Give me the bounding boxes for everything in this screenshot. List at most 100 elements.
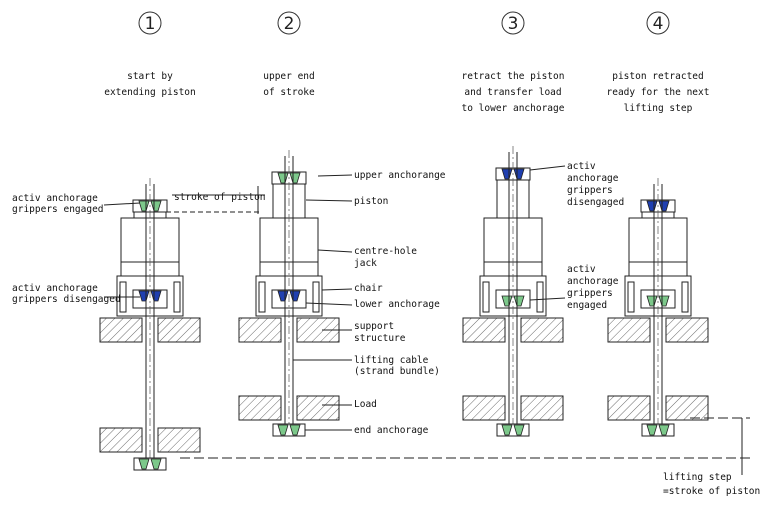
step-number-circle xyxy=(646,11,670,35)
leader-line xyxy=(321,288,353,291)
gripper-wedge xyxy=(501,424,513,436)
load xyxy=(607,395,651,421)
label-step1-lower: activ anchorage xyxy=(12,283,98,294)
step-caption-line: of stroke xyxy=(263,87,315,98)
label-lifting-cable: (strand bundle) xyxy=(354,366,440,377)
gripper-wedge xyxy=(277,424,289,436)
step-caption-line: piston retracted xyxy=(612,71,704,82)
step-number-circle xyxy=(501,11,525,35)
load xyxy=(520,395,564,421)
leader-line xyxy=(529,297,566,301)
support-structure xyxy=(520,317,564,343)
step-caption-line: ready for the next xyxy=(607,87,710,98)
chair-window xyxy=(258,281,266,313)
label-step3-upper: activ xyxy=(567,161,596,172)
jack-assemblies xyxy=(99,146,750,475)
leader-line xyxy=(305,302,353,306)
step-number: 3 xyxy=(508,14,519,34)
label-step3-upper: grippers xyxy=(567,185,613,196)
gripper-wedge xyxy=(138,458,150,470)
label-step3-lower: anchorage xyxy=(567,276,619,287)
label-step3-lower: activ xyxy=(567,264,596,275)
label-lifting-step: =stroke of piston xyxy=(663,486,760,497)
leader-lines xyxy=(103,165,750,475)
step-number: 1 xyxy=(145,14,156,34)
leader-line xyxy=(317,249,353,253)
jack-step-4 xyxy=(607,178,709,437)
label-step3-upper: anchorage xyxy=(567,173,619,184)
annotations: activ anchorage grippers engaged activ a… xyxy=(12,161,760,497)
label-step1-lower: grippers disengaged xyxy=(12,294,121,305)
step-number-circle xyxy=(277,11,301,35)
chair-window xyxy=(173,281,181,313)
support-structure xyxy=(462,317,506,343)
label-step3-lower: grippers xyxy=(567,288,613,299)
load xyxy=(665,395,709,421)
label-load: Load xyxy=(354,399,377,410)
label-piston: piston xyxy=(354,196,388,207)
support-structure xyxy=(157,317,201,343)
label-end-anchorage: end anchorage xyxy=(354,425,429,436)
support-structure xyxy=(607,317,651,343)
label-centre-hole-jack: jack xyxy=(354,258,377,269)
label-step1-upper: grippers engaged xyxy=(12,204,104,215)
label-lifting-step: lifting step xyxy=(663,472,732,483)
label-step3-lower: engaged xyxy=(567,300,607,311)
gripper-wedge xyxy=(513,424,525,436)
chair-window xyxy=(627,281,635,313)
support-structure xyxy=(238,317,282,343)
label-lower-anchorage: lower anchorage xyxy=(354,299,440,310)
chair-window xyxy=(681,281,689,313)
step-caption-line: and transfer load xyxy=(464,87,561,98)
label-step3-upper: disengaged xyxy=(567,197,624,208)
step-header-1: 1 start by extending piston xyxy=(104,11,196,98)
end-anchorage xyxy=(272,423,306,437)
label-chair: chair xyxy=(354,283,383,294)
step-number: 4 xyxy=(653,14,664,34)
label-upper-anchorage: upper anchorange xyxy=(354,170,446,181)
label-support-structure: support xyxy=(354,321,394,332)
end-gripper xyxy=(646,424,670,436)
leader-line xyxy=(529,165,566,171)
end-anchorage xyxy=(496,423,530,437)
load xyxy=(157,427,201,453)
step-caption-line: lifting step xyxy=(624,103,693,114)
label-lifting-cable: lifting cable xyxy=(354,355,429,366)
end-anchorage xyxy=(641,423,675,437)
jack-step-3 xyxy=(462,146,564,437)
step-caption-line: upper end xyxy=(263,71,314,82)
step-caption-line: retract the piston xyxy=(462,71,565,82)
leader-line xyxy=(103,202,141,206)
label-stroke-of-piston: stroke of piston xyxy=(174,192,266,203)
gripper-wedge xyxy=(646,424,658,436)
support-structure xyxy=(99,317,143,343)
jack-step-2 xyxy=(238,150,340,437)
step-header-3: 3 retract the piston and transfer load t… xyxy=(462,11,565,114)
step-header-2: 2 upper end of stroke xyxy=(263,11,315,98)
load xyxy=(99,427,143,453)
step-caption-line: to lower anchorage xyxy=(462,103,565,114)
step-number: 2 xyxy=(284,14,295,34)
end-gripper xyxy=(501,424,525,436)
leader-line xyxy=(317,174,353,177)
step-header-4: 4 piston retracted ready for the next li… xyxy=(607,11,710,114)
label-step1-upper: activ anchorage xyxy=(12,193,98,204)
load xyxy=(462,395,506,421)
chair-window xyxy=(482,281,490,313)
end-anchorage xyxy=(133,457,167,471)
end-gripper xyxy=(138,458,162,470)
support-structure xyxy=(665,317,709,343)
label-support-structure: structure xyxy=(354,333,406,344)
gripper-wedge xyxy=(150,458,162,470)
jack-step-1 xyxy=(99,178,201,471)
step-caption-line: extending piston xyxy=(104,87,196,98)
end-gripper xyxy=(277,424,301,436)
chair-window xyxy=(312,281,320,313)
gripper-wedge xyxy=(658,424,670,436)
load xyxy=(296,395,340,421)
step-number-circle xyxy=(138,11,162,35)
chair-window xyxy=(536,281,544,313)
load xyxy=(238,395,282,421)
